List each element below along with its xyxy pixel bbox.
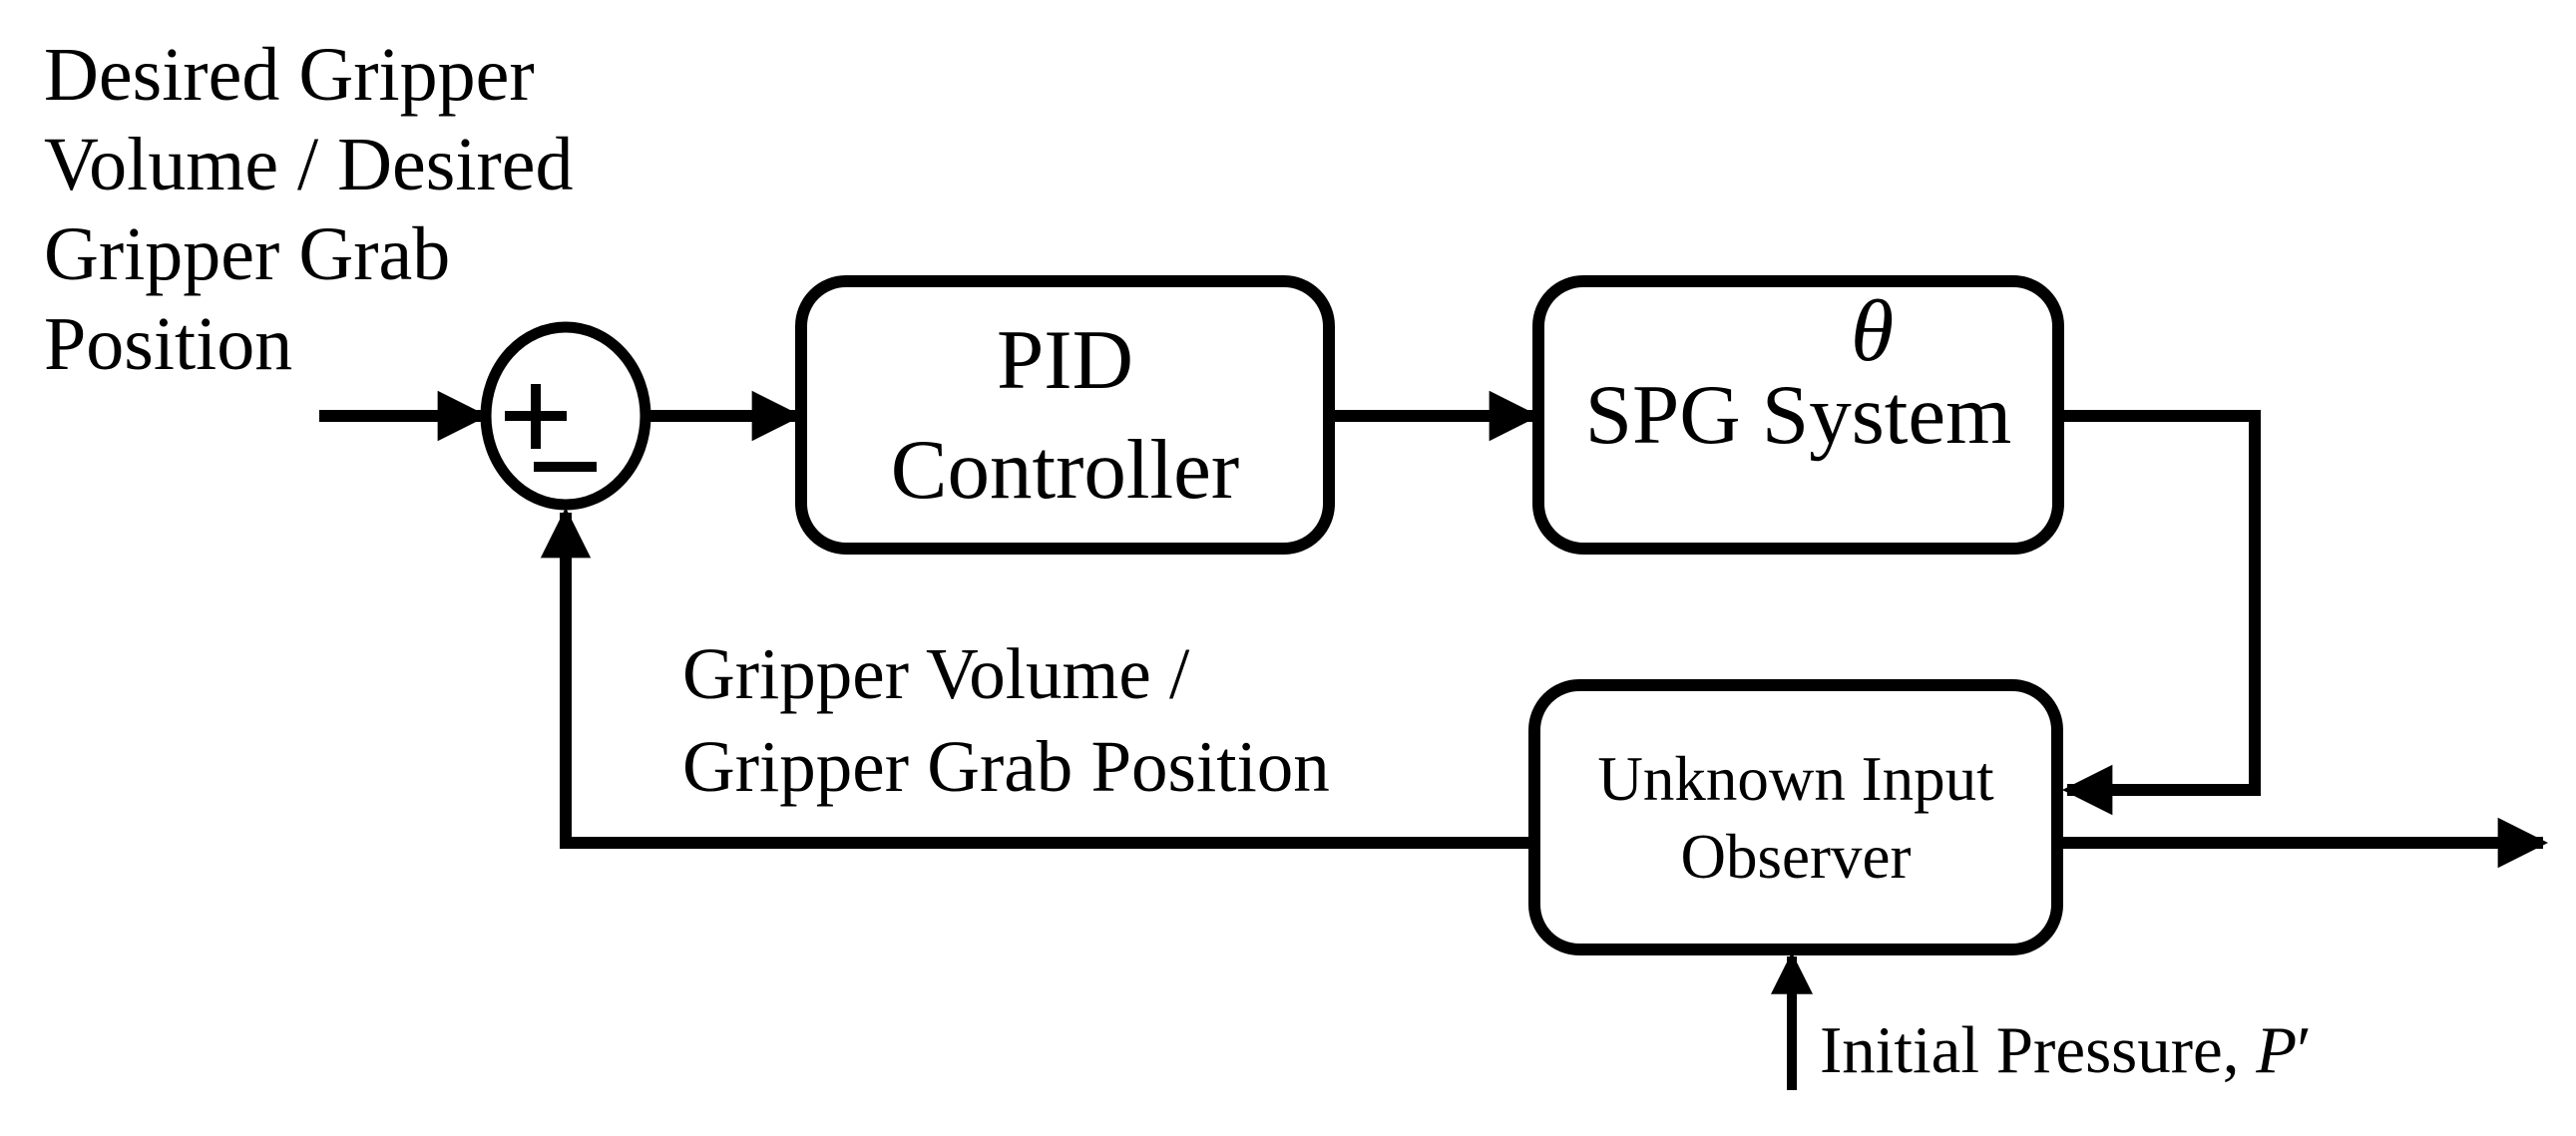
initial-pressure-label: Initial Pressure, P′	[1820, 1017, 2312, 1084]
plus-icon	[505, 384, 567, 449]
uio-label-line: Unknown Input	[1597, 743, 1994, 814]
feedback-label: Gripper Volume / Gripper Grab Position	[682, 627, 1330, 813]
input-label-line: Volume / Desired	[44, 123, 574, 206]
input-label-line: Desired Gripper	[44, 33, 535, 117]
theta-symbol: θ	[1851, 283, 1895, 380]
pressure-prime: ′	[2297, 1013, 2312, 1087]
unknown-input-observer-block	[1528, 679, 2063, 955]
pid-label-line: PID	[997, 313, 1133, 407]
pid-controller-label: PID Controller	[801, 281, 1329, 549]
initial-pressure-text: Initial Pressure,	[1820, 1013, 2257, 1087]
pressure-symbol: P	[2256, 1013, 2298, 1087]
feedback-label-line: Gripper Grab Position	[682, 726, 1330, 807]
uio-label-line: Observer	[1680, 821, 1912, 892]
spg-label-line: SPG System	[1584, 368, 2012, 462]
feedback-arrow	[540, 507, 1534, 849]
input-label: Desired Gripper Volume / Desired Gripper…	[44, 30, 574, 389]
pid-label-line: Controller	[890, 423, 1240, 517]
feedback-label-line: Gripper Volume /	[682, 633, 1190, 714]
input-label-line: Position	[44, 302, 293, 386]
spg-system-label: SPG System	[1538, 281, 2058, 549]
theta-feedback-arrow	[2058, 410, 2261, 816]
unknown-input-observer-label: Unknown Input Observer	[1534, 685, 2057, 949]
input-label-line: Gripper Grab	[44, 212, 451, 296]
